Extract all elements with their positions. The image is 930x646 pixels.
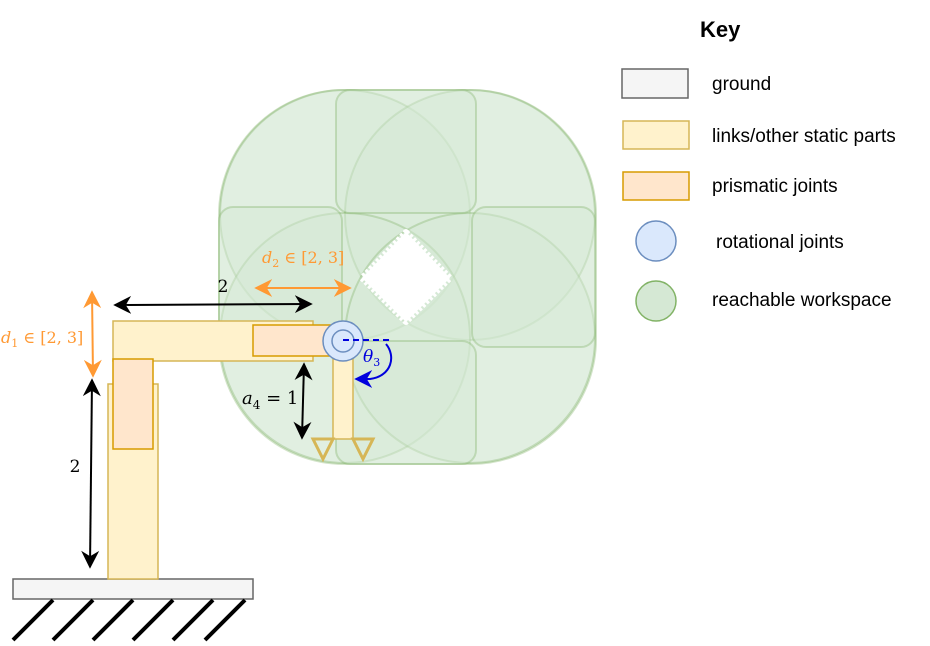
prismatic-joint-1	[112, 358, 154, 450]
legend-swatch-ground	[621, 68, 689, 99]
ground-plate	[12, 578, 254, 600]
dimension-arrow-link-height	[81, 378, 101, 569]
label-d2: d2 ∈ [2, 3]	[262, 248, 344, 270]
ground-hatching	[11, 598, 247, 642]
gripper	[310, 437, 376, 463]
dimension-arrow-d1	[83, 290, 102, 378]
workspace-unreachable-hole	[359, 229, 453, 325]
label-link-width: 2	[218, 277, 229, 297]
ground	[11, 578, 254, 642]
legend-swatch-workspace	[635, 280, 677, 322]
workspace-box-left	[218, 206, 343, 341]
legend-label-prismatic: prismatic joints	[712, 176, 838, 197]
legend-label-links: links/other static parts	[712, 126, 896, 147]
label-link-height: 2	[70, 457, 81, 477]
workspace-box-right	[471, 206, 596, 348]
dimension-arrow-link-width	[113, 295, 313, 314]
end-effector-link	[332, 358, 354, 440]
legend-label-rotational: rotational joints	[716, 232, 844, 253]
legend-swatch-rotational	[635, 220, 677, 262]
legend-label-ground: ground	[712, 74, 771, 95]
label-d1: d1 ∈ [2, 3]	[1, 328, 83, 350]
legend-title: Key	[700, 17, 741, 42]
legend-swatch-prismatic	[622, 171, 690, 201]
dimension-arrow-a4	[293, 362, 313, 440]
legend-swatch-links	[622, 120, 690, 150]
workspace-box-top	[335, 89, 477, 214]
legend: Key ground links/other static parts pris…	[621, 17, 896, 322]
prismatic-joint-2	[252, 324, 334, 357]
rotation-arrow-theta3	[354, 343, 393, 388]
legend-label-workspace: reachable workspace	[712, 290, 892, 311]
label-theta3: θ3	[363, 347, 380, 369]
label-a4: a4 = 1	[242, 388, 298, 412]
